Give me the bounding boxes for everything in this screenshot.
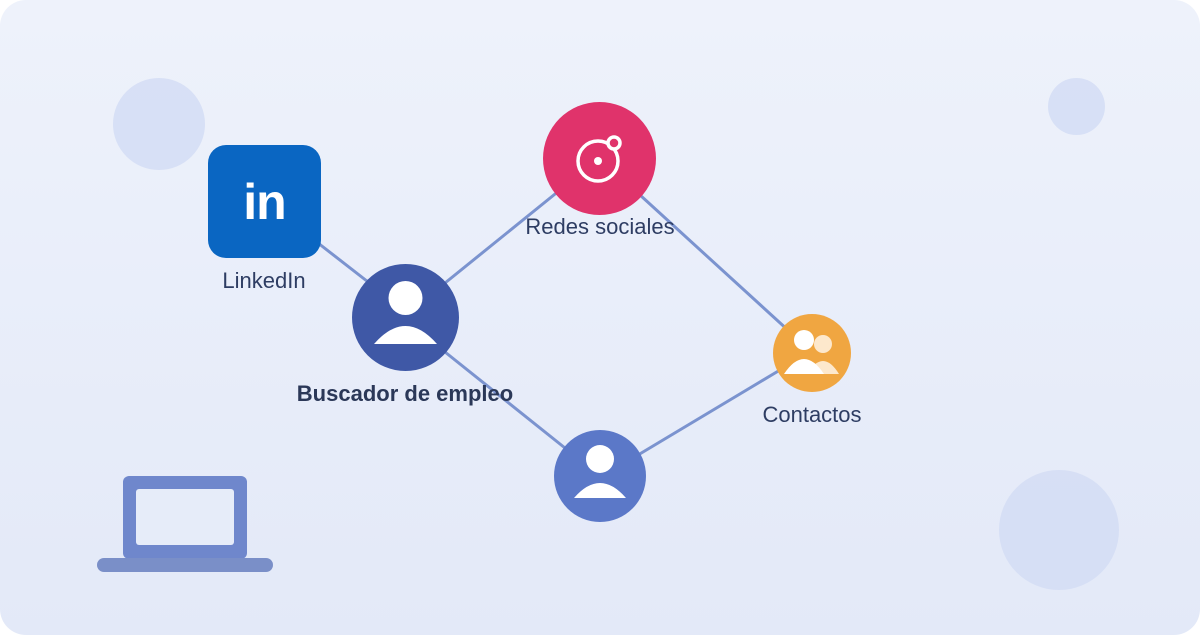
user-icon [374, 281, 437, 344]
linkedin-label: LinkedIn [222, 268, 306, 293]
user-icon [574, 445, 626, 498]
seeker-label: Buscador de empleo [296, 381, 514, 406]
decor-bubble [113, 78, 205, 170]
connection-node [554, 430, 646, 522]
target-icon [575, 134, 622, 183]
link-seeker-connection [443, 350, 567, 450]
linkedin-node: in [208, 145, 321, 258]
contacts-label: Contactos [762, 402, 862, 427]
seeker-node [352, 264, 459, 371]
contacts-node [773, 314, 851, 392]
users-icon [784, 330, 839, 374]
link-linkedin-seeker [316, 241, 374, 287]
decor-bubble [999, 470, 1119, 590]
link-seeker-social [443, 188, 562, 285]
link-connection-contacts [636, 368, 782, 457]
decor-bubble [1048, 78, 1105, 135]
linkedin-logo-icon: in [243, 173, 286, 230]
laptop-icon [97, 476, 273, 572]
social-node [543, 102, 656, 215]
link-social-contacts [638, 193, 792, 334]
social-label: Redes sociales [525, 214, 675, 239]
